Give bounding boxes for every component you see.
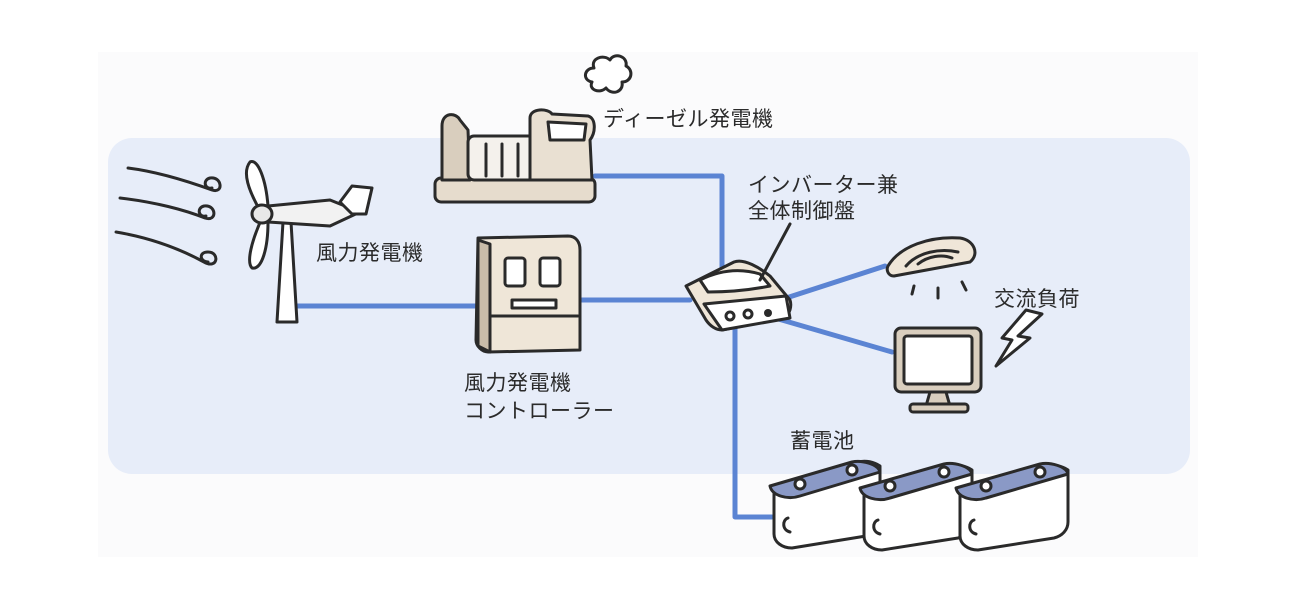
inverter-label-line1: インバーター兼 <box>748 173 899 197</box>
inverter-label-line2: 全体制御盤 <box>748 199 856 223</box>
controller-label-line2: コントローラー <box>464 399 615 423</box>
smoke-icon <box>584 54 633 94</box>
controller-label-line1: 風力発電機 <box>464 371 572 395</box>
inverter-label-leader <box>758 222 792 282</box>
diesel-generator-icon <box>433 108 597 204</box>
inverter-icon <box>684 259 793 332</box>
wind-icon <box>114 166 222 266</box>
wind-turbine-icon <box>245 160 374 324</box>
wire-diesel-inverter <box>592 173 725 275</box>
controller-icon <box>474 234 582 354</box>
battery-icon <box>768 459 1070 552</box>
ac-load-label: 交流負荷 <box>994 287 1080 311</box>
wire-inverter-monitor <box>772 315 895 355</box>
monitor-icon <box>893 326 983 414</box>
diesel-generator-label: ディーゼル発電機 <box>603 107 774 131</box>
wind-generator-label: 風力発電機 <box>316 241 424 265</box>
wire-inverter-lamp <box>777 263 888 303</box>
lamp-icon <box>885 236 977 300</box>
wire-inverter-battery <box>732 319 775 520</box>
battery-label: 蓄電池 <box>790 429 855 453</box>
lightning-icon <box>994 308 1044 368</box>
